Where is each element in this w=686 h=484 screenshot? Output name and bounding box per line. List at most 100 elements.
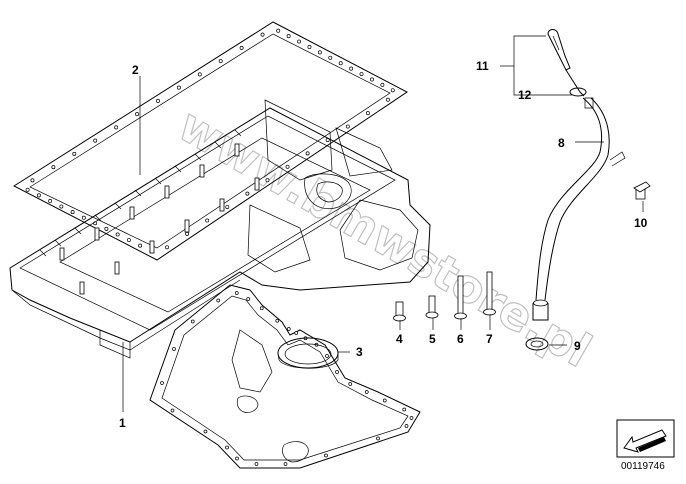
bolt-hole xyxy=(160,381,164,385)
bolt-hole xyxy=(59,204,64,209)
bolt-hole xyxy=(197,72,202,77)
bolt-hole xyxy=(364,390,369,394)
pan-stud xyxy=(79,281,85,295)
bolt-hole xyxy=(36,193,41,198)
bolt-part-4 xyxy=(393,301,406,322)
bolt-hole xyxy=(225,205,230,209)
pan-stud xyxy=(184,219,190,233)
bolt-hole xyxy=(265,178,270,183)
bolt-hole xyxy=(225,445,229,450)
bolt-hole xyxy=(307,45,312,49)
callout-10: 10 xyxy=(634,216,648,230)
pan-stud xyxy=(149,240,155,254)
bolt-hole xyxy=(156,98,160,103)
bolt-hole xyxy=(185,231,190,236)
pan-stud xyxy=(59,247,65,261)
bolt-hole xyxy=(324,453,328,458)
bolt-hole xyxy=(305,151,310,156)
bolt-hole xyxy=(409,416,414,420)
bolt-hole xyxy=(370,77,374,82)
dipstick-tube-part-8 xyxy=(532,97,626,321)
callout-5: 5 xyxy=(429,332,436,346)
bolt-part-10 xyxy=(633,181,651,200)
bolt-hole xyxy=(104,226,109,231)
bolt-hole xyxy=(402,407,407,412)
bolt-hole xyxy=(404,424,409,428)
bolt-hole xyxy=(135,112,139,117)
bolt-hole xyxy=(325,354,329,358)
bolt-hole xyxy=(275,318,280,323)
callout-9: 9 xyxy=(574,339,581,353)
callout-4: 4 xyxy=(396,332,403,346)
bolt-hole xyxy=(165,245,169,250)
bolt-hole xyxy=(338,61,343,66)
bolt-hole xyxy=(190,319,195,324)
bolt-hole xyxy=(81,215,86,220)
pan-stud xyxy=(219,198,225,212)
callout-7: 7 xyxy=(486,332,493,346)
bolt-hole xyxy=(246,297,251,301)
bolt-hole xyxy=(294,331,299,335)
bolt-hole xyxy=(235,456,239,461)
bolt-hole xyxy=(286,34,291,39)
bolt-hole xyxy=(93,138,98,143)
bolt-hole xyxy=(176,85,181,90)
pan-stud xyxy=(164,185,170,199)
diagram-code: 00119746 xyxy=(621,461,665,472)
stud-part-7 xyxy=(483,271,496,316)
pan-stud xyxy=(129,206,135,220)
callout-12: 12 xyxy=(518,88,532,102)
bolt-hole xyxy=(114,125,119,130)
callout-8: 8 xyxy=(558,136,565,150)
bolt-hole xyxy=(328,55,333,60)
bolt-hole xyxy=(259,306,264,311)
bolt-hole xyxy=(390,88,395,93)
bolt-hole xyxy=(286,327,291,331)
diagram-nav-box[interactable]: 00119746 xyxy=(616,419,675,472)
bolt-hole xyxy=(285,164,290,169)
bolt-hole xyxy=(205,218,210,223)
watermark: www.bmwstore.pl xyxy=(170,98,601,378)
bolt-hole xyxy=(335,370,339,374)
seal-ring-part-3 xyxy=(277,337,339,369)
bolt-hole xyxy=(386,97,390,102)
stud-part-6 xyxy=(454,275,467,320)
bolt-hole xyxy=(216,298,221,303)
bolt-hole xyxy=(51,165,56,170)
bolt-hole xyxy=(297,39,301,44)
bolt-hole xyxy=(254,462,259,466)
bolt-hole xyxy=(283,462,288,466)
pan-stud xyxy=(114,261,120,275)
pan-stud xyxy=(254,177,260,191)
bolt-hole xyxy=(260,32,265,37)
pan-stud xyxy=(234,143,240,157)
bolt-hole xyxy=(348,382,353,386)
bolt-hole xyxy=(365,111,370,116)
bolt-hole xyxy=(30,178,35,183)
bolt-hole xyxy=(317,50,322,55)
bolt-hole xyxy=(359,72,364,76)
dipstick-part-11 xyxy=(547,29,585,97)
bolt-hole xyxy=(25,187,30,192)
callout-1: 1 xyxy=(119,416,126,430)
callout-11: 11 xyxy=(476,59,489,73)
o-ring-part-12 xyxy=(569,87,587,97)
arrow-icon xyxy=(623,429,667,453)
bolt-hole xyxy=(115,232,120,237)
bolt-hole xyxy=(138,243,143,248)
bolt-hole xyxy=(172,347,176,351)
leader-lines xyxy=(122,35,644,412)
bolt-hole xyxy=(382,398,387,403)
callout-6: 6 xyxy=(457,332,464,346)
pan-stud xyxy=(199,164,205,178)
bolt-part-5 xyxy=(425,295,439,319)
bolt-hole xyxy=(349,66,354,71)
bolt-hole xyxy=(70,210,75,215)
o-ring-part-9 xyxy=(525,337,549,351)
bolt-hole xyxy=(245,191,250,196)
bolt-hole xyxy=(218,59,223,64)
bolt-hole xyxy=(126,238,131,242)
bolt-hole xyxy=(376,436,380,441)
